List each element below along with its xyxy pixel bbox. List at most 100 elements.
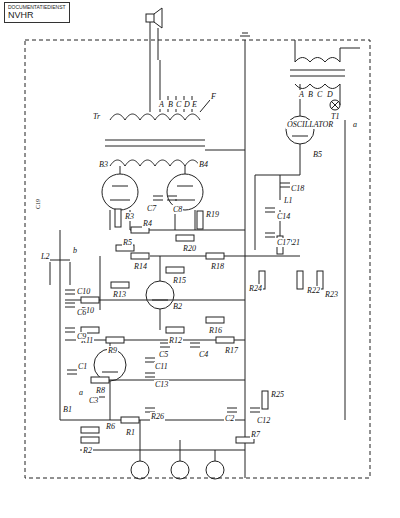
part-label: C12 [256,416,271,425]
part-label: R5 [122,238,133,247]
part-label: R20 [182,244,197,253]
archive-stamp: DOCUMENTATIEDIENSTNVHR [4,2,70,23]
capacitor-symbol [280,183,290,187]
input-jacks [131,461,224,479]
part-label: R8 [95,386,106,395]
part-label: C11 [154,362,169,371]
capacitor-symbol [227,408,237,412]
part-label: R7 [250,430,261,439]
part-label: R3 [124,212,135,221]
part-label: R16 [208,326,223,335]
part-label: R12 [168,336,183,345]
resistor-symbol [262,391,268,409]
part-label: R14 [133,262,148,271]
part-label: R6 [105,422,116,431]
capacitor-symbol [145,373,155,377]
part-label: C18 [290,184,305,193]
stamp-text: DOCUMENTATIEDIENST [8,4,66,10]
resistor-symbol [81,437,99,443]
part-label: C3 [88,396,99,405]
part-label: R1 [125,428,136,437]
part-label: E [191,100,198,109]
speaker-symbol [146,8,162,60]
resistor-symbol [115,209,121,227]
capacitor-symbol [65,290,75,294]
capacitor-symbol [65,303,75,307]
capacitor-symbol [265,233,275,237]
part-label: L1 [283,196,293,205]
output-transformer [105,60,210,166]
part-label: R2 [82,446,93,455]
resistor-symbol [206,253,224,259]
resistor-symbol [197,211,203,229]
part-label: R25 [270,390,285,399]
wiring [50,33,345,478]
stamp-text: NVHR [8,10,66,21]
part-label: b [72,246,78,255]
resistor-symbol [206,317,224,323]
resistor-symbol [176,235,194,241]
capacitor-symbol [167,196,177,200]
part-label: R9 [107,346,118,355]
part-label: C10 [76,287,91,296]
part-label: R4 [142,219,153,228]
part-label: B2 [172,302,183,311]
part-label: a [78,388,84,397]
part-label: A [158,100,165,109]
part-label: C6 [76,308,87,317]
part-label: B1 [62,405,73,414]
resistor-symbol [81,297,99,303]
part-label: B3 [98,160,109,169]
part-label: B5 [312,150,323,159]
part-label: D [326,90,334,99]
part-label: C [175,100,182,109]
part-label: C5 [158,350,169,359]
part-label: C4 [198,350,209,359]
part-label: C [316,90,323,99]
part-label: C9 [76,332,87,341]
part-label: F [210,92,217,101]
part-label: R13 [112,290,127,299]
resistor-symbol [81,427,99,433]
resistor-symbol [106,337,124,343]
part-label: a [352,120,358,129]
part-label: C13 [154,380,169,389]
capacitor-symbol [190,343,200,347]
part-label: R18 [210,262,225,271]
part-label: Tr [92,112,101,121]
resistor-symbol [166,267,184,273]
capacitor-symbol [65,328,75,332]
part-label: C14 [276,212,291,221]
part-label: B [167,100,174,109]
passive-components [65,183,323,443]
part-label: R24 [248,284,263,293]
part-label: C8 [172,205,183,214]
part-label: D [183,100,191,109]
resistor-symbol [297,271,303,289]
resistor-symbol [131,253,149,259]
resistor-symbol [216,337,234,343]
part-label: R26 [150,412,165,421]
part-label: R15 [172,276,187,285]
chassis-outline [25,40,370,478]
part-label: C2 [224,414,235,423]
part-label: B [307,90,314,99]
power-transformer [290,40,360,116]
part-label: R19 [205,210,220,219]
part-label: OSCILLATOR [286,120,334,129]
part-label: R17 [224,346,239,355]
part-label: C7 [146,204,157,213]
section-label: C19 [34,198,43,210]
part-label: C17 [276,238,291,247]
tube-symbols [94,116,314,381]
part-label: R23 [324,290,339,299]
part-label: A [298,90,305,99]
part-label: R22 [306,286,321,295]
capacitor-symbol [265,208,275,212]
resistor-symbol [111,282,129,288]
part-label: C1 [77,362,88,371]
part-label: L2 [40,252,50,261]
resistor-symbol [91,377,109,383]
